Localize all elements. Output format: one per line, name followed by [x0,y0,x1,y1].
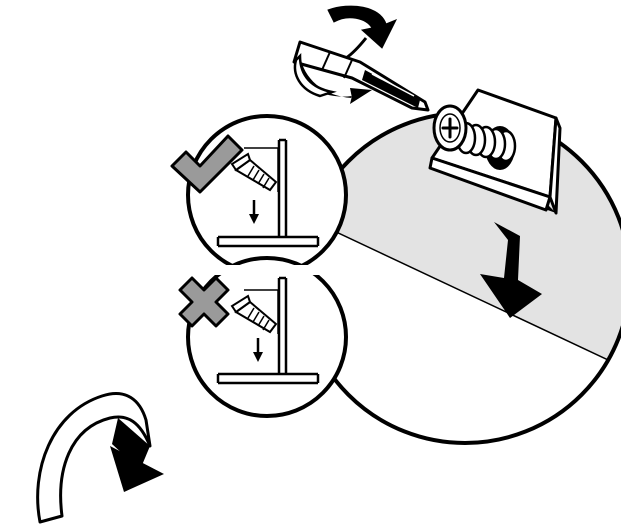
down-arrow-icon [480,222,542,318]
cross-mark-icon [178,276,230,328]
curved-turn-arrow-icon [36,392,164,524]
screwdriver-icon [292,40,430,112]
panel-profile-correct [216,138,320,248]
down-arrow-small-correct [249,200,259,224]
detail-circle-incorrect [186,256,348,418]
phillips-screw-icon [432,104,517,163]
detail-circle-correct [186,114,348,276]
down-arrow-small-incorrect [253,338,263,362]
panel-profile-incorrect [216,276,320,385]
panel-edge-line [300,214,621,376]
curved-rotation-arrow-icon [293,5,398,104]
angled-screw-correct [230,147,279,192]
check-mark-icon [170,134,244,194]
angled-screw-incorrect [230,289,279,334]
